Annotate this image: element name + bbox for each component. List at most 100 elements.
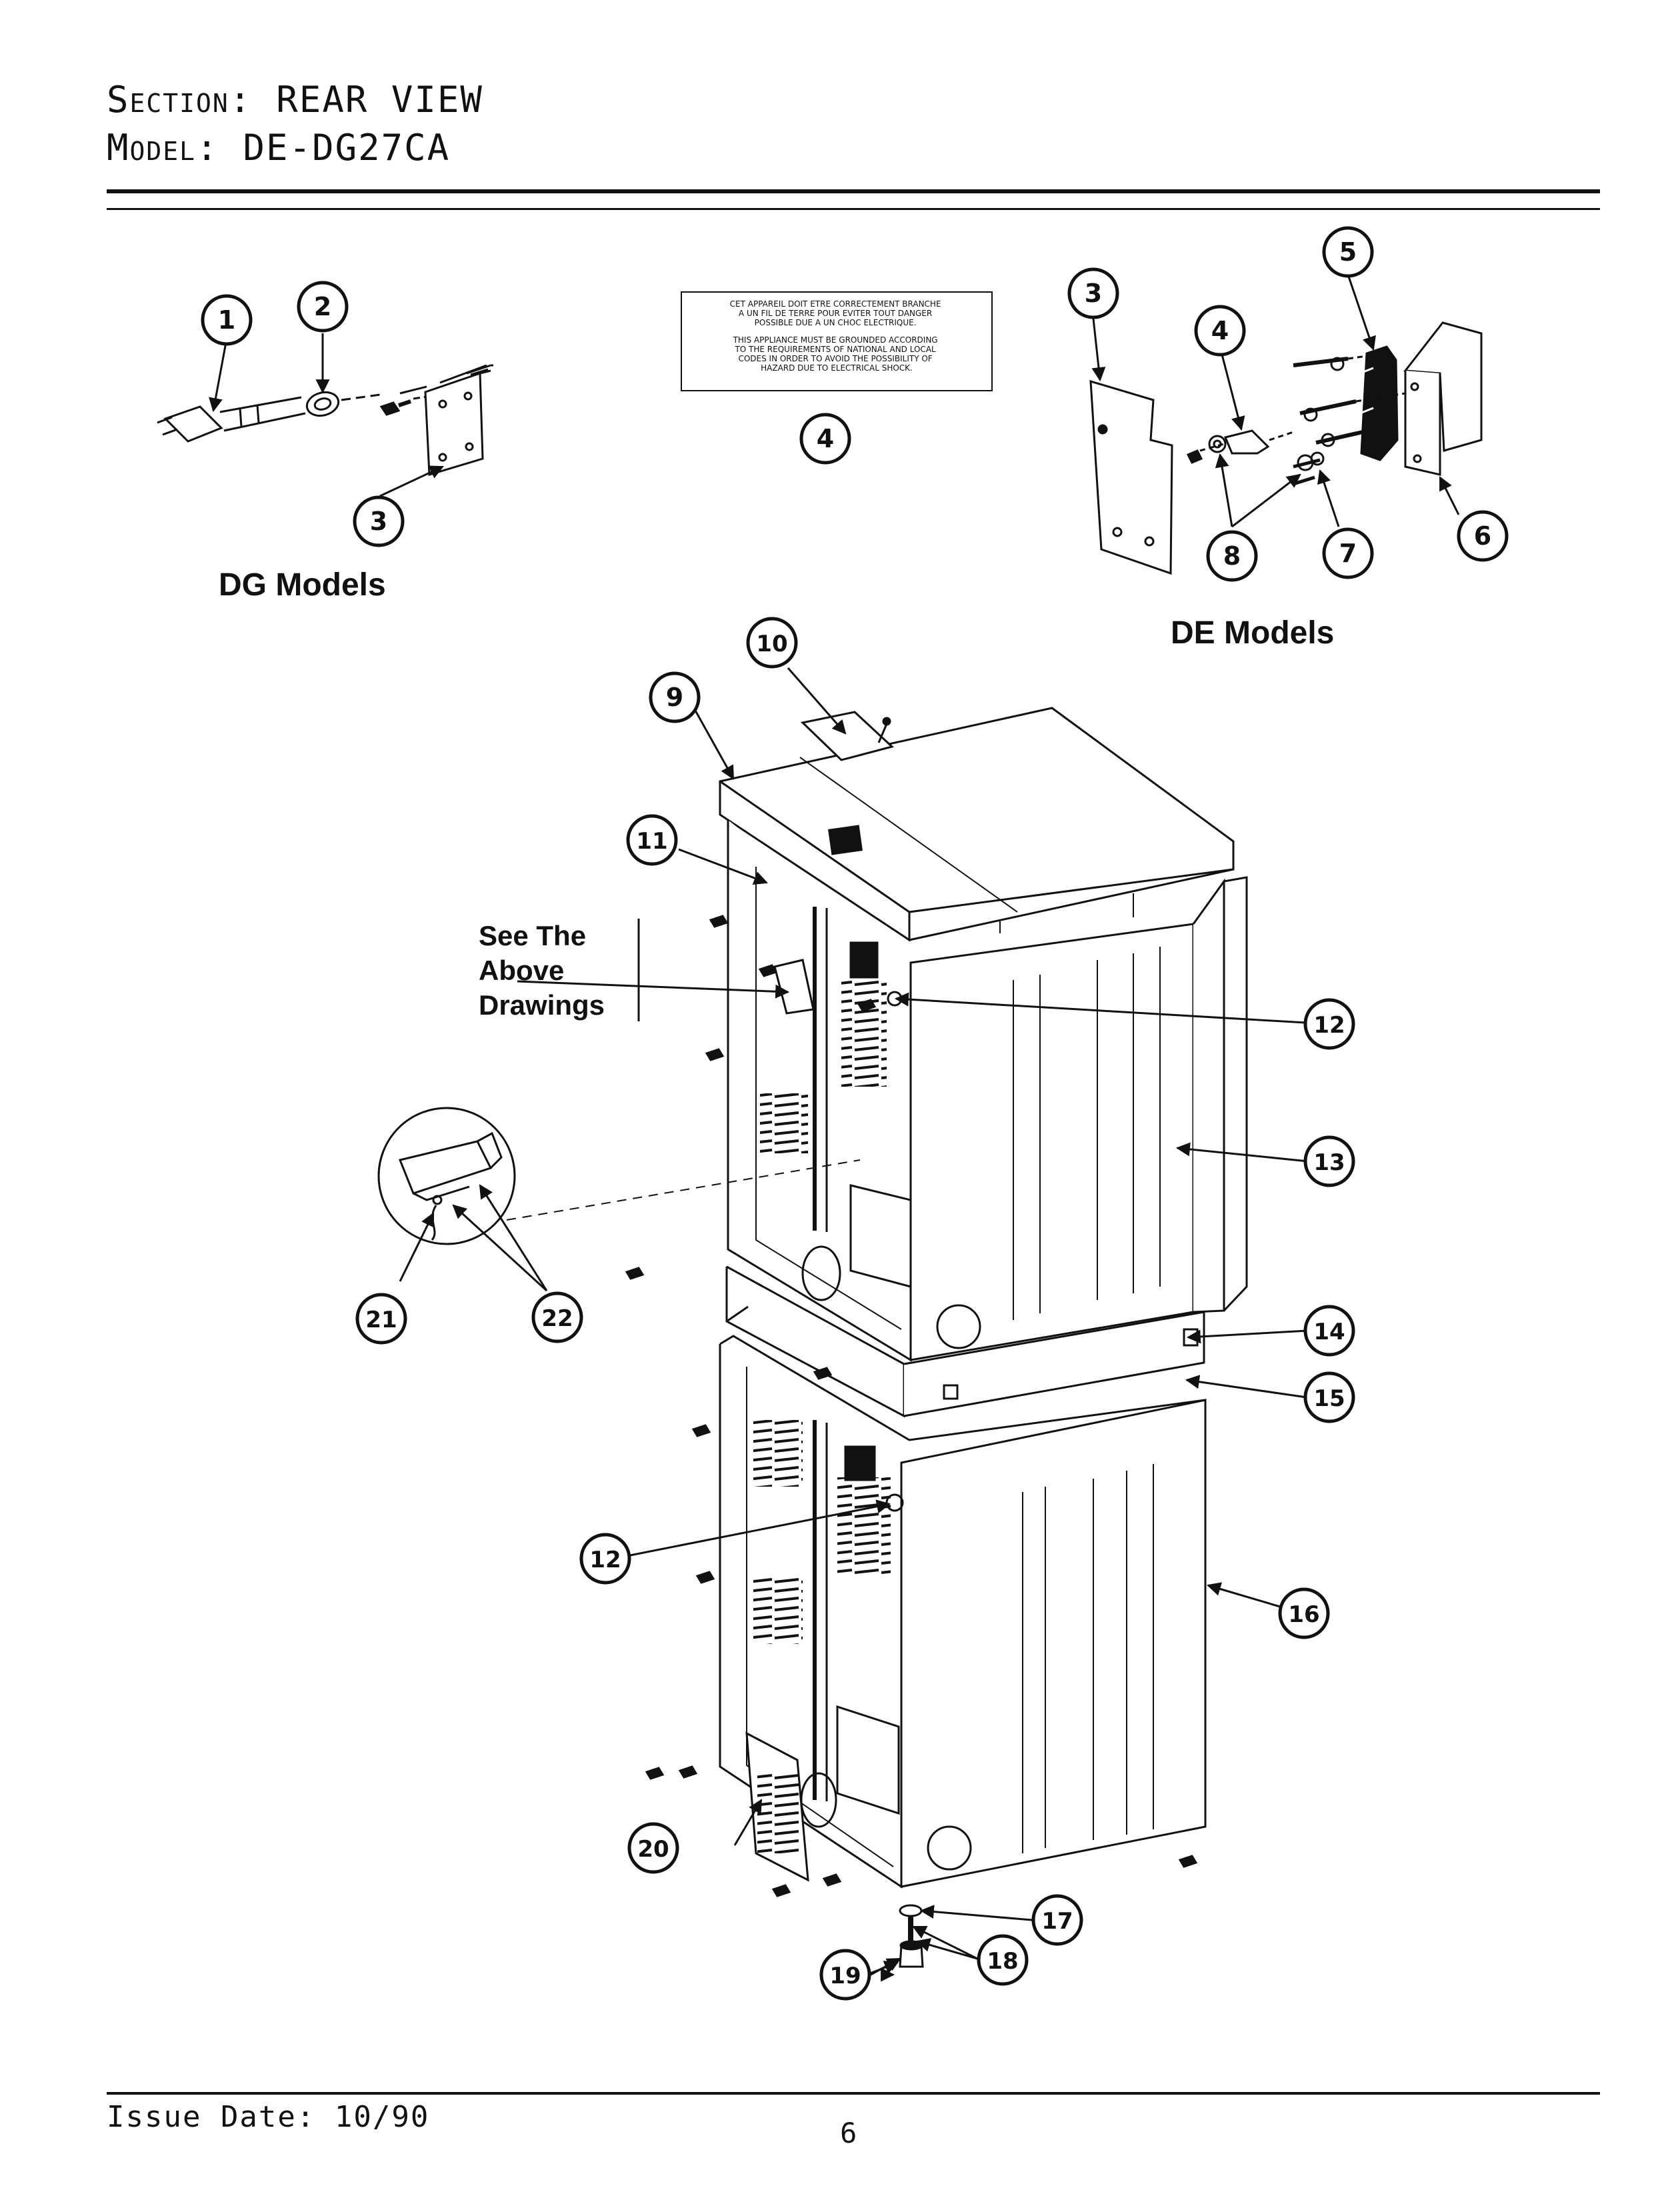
cabinet-side-upper <box>909 923 1195 1361</box>
callout-circle <box>819 1949 871 2001</box>
terminal-block <box>1359 345 1399 461</box>
callout-11: 11 <box>626 814 678 866</box>
callout-4: 4 <box>799 413 851 465</box>
callout-circle <box>649 671 701 723</box>
callout-circle <box>297 281 349 333</box>
de-models-caption: DE Models <box>1171 615 1335 651</box>
callout-10: 10 <box>746 617 798 669</box>
callout-number: 12 <box>1313 1012 1345 1039</box>
leader-lines <box>209 274 1460 1982</box>
callout-19: 19 <box>819 1949 871 2001</box>
callout-number: 6 <box>1474 521 1491 551</box>
warning-fr-3: POSSIBLE DUE A UN CHOC ELECTRIQUE. <box>755 318 917 327</box>
callout-21: 21 <box>355 1293 407 1345</box>
access-cover <box>800 711 895 761</box>
ground-strap <box>1223 429 1270 455</box>
callout-number: 5 <box>1339 237 1357 267</box>
callout-15: 15 <box>1303 1371 1355 1423</box>
callout-4: 4 <box>1194 305 1246 357</box>
callout-12: 12 <box>1303 998 1355 1050</box>
callout-9: 9 <box>649 671 701 723</box>
callout-1: 1 <box>201 294 253 346</box>
warning-en-3: CODES IN ORDER TO AVOID THE POSSIBILITY … <box>738 354 932 363</box>
strain-relief <box>305 391 340 417</box>
model-label: Model: <box>107 127 219 169</box>
de-models-detail <box>1089 321 1483 575</box>
callout-number: 4 <box>1211 316 1229 345</box>
callout-circle <box>1457 510 1509 562</box>
callout-number: 10 <box>756 631 787 657</box>
callout-3: 3 <box>353 495 405 547</box>
callout-circle <box>1194 305 1246 357</box>
callout-2: 2 <box>297 281 349 333</box>
callout-number: 19 <box>829 1963 861 1989</box>
callout-8: 8 <box>1206 530 1258 582</box>
callout-circle <box>1067 267 1119 319</box>
callout-18: 18 <box>977 1934 1029 1986</box>
callout-number: 9 <box>666 683 683 712</box>
terminal-block-cover <box>424 364 493 476</box>
dg-models-caption: DG Models <box>219 567 386 603</box>
lower-access-panel <box>745 1731 809 1882</box>
callout-5: 5 <box>1322 226 1374 278</box>
callout-number: 8 <box>1223 541 1241 571</box>
footer-rule <box>107 2092 1600 2095</box>
upper-dryer <box>625 707 1248 1362</box>
warning-en-4: HAZARD DUE TO ELECTRICAL SHOCK. <box>761 363 913 373</box>
callout-circle <box>579 1533 631 1585</box>
callout-12: 12 <box>579 1533 631 1585</box>
see-line-3: Drawings <box>479 989 605 1021</box>
header-rule-thin <box>107 208 1600 210</box>
callout-circle <box>531 1291 583 1343</box>
callout-circle <box>799 413 851 465</box>
model-line: Model:DE-DG27CA <box>107 127 450 169</box>
rear-screws-lower <box>645 1367 1198 1897</box>
callout-circle <box>627 1822 679 1874</box>
callout-circle <box>1303 1371 1355 1423</box>
callout-number: 15 <box>1313 1385 1345 1412</box>
callout-7: 7 <box>1322 527 1374 579</box>
callout-circle <box>1322 226 1374 278</box>
power-cord-plug <box>157 396 306 443</box>
terminal-screws <box>1186 357 1363 486</box>
warning-en-1: THIS APPLIANCE MUST BE GROUNDED ACCORDIN… <box>733 335 938 345</box>
callout-circle <box>1303 1305 1355 1357</box>
dg-models-detail <box>157 364 493 476</box>
callout-number: 7 <box>1339 539 1357 568</box>
callout-number: 1 <box>218 305 235 335</box>
callout-number: 18 <box>987 1948 1018 1975</box>
callout-circle <box>746 617 798 669</box>
callout-number: 13 <box>1313 1149 1345 1176</box>
callout-number: 20 <box>637 1836 669 1863</box>
callout-22: 22 <box>531 1291 583 1343</box>
callout-circle <box>1031 1894 1083 1946</box>
callout-number: 12 <box>589 1547 621 1573</box>
warning-en-2: TO THE REQUIREMENTS OF NATIONAL AND LOCA… <box>734 345 936 354</box>
issue-date: Issue Date: 10/90 <box>107 2100 430 2134</box>
leveling-leg <box>899 1904 924 1968</box>
section-line: Section: REAR VIEW <box>107 79 483 121</box>
callout-number: 14 <box>1313 1319 1345 1345</box>
page-number: 6 <box>840 2117 857 2149</box>
callout-circle <box>1206 530 1258 582</box>
callout-circle <box>1278 1587 1330 1639</box>
header-rule-thick <box>107 189 1600 193</box>
warning-fr-1: CET APPAREIL DOIT ETRE CORRECTEMENT BRAN… <box>730 299 941 309</box>
callout-number: 3 <box>370 507 387 536</box>
callout-circle <box>1303 998 1355 1050</box>
see-line-1: See The <box>479 920 587 951</box>
section-value: REAR VIEW <box>276 79 483 121</box>
clip-detail-inset <box>377 1107 861 1245</box>
callout-13: 13 <box>1303 1135 1355 1187</box>
callout-number: 11 <box>636 828 667 855</box>
section-label: Section: <box>107 79 253 121</box>
callout-circle <box>201 294 253 346</box>
callout-14: 14 <box>1303 1305 1355 1357</box>
callout-20: 20 <box>627 1822 679 1874</box>
callout-3: 3 <box>1067 267 1119 319</box>
mounting-screw <box>379 399 411 416</box>
callout-16: 16 <box>1278 1587 1330 1639</box>
